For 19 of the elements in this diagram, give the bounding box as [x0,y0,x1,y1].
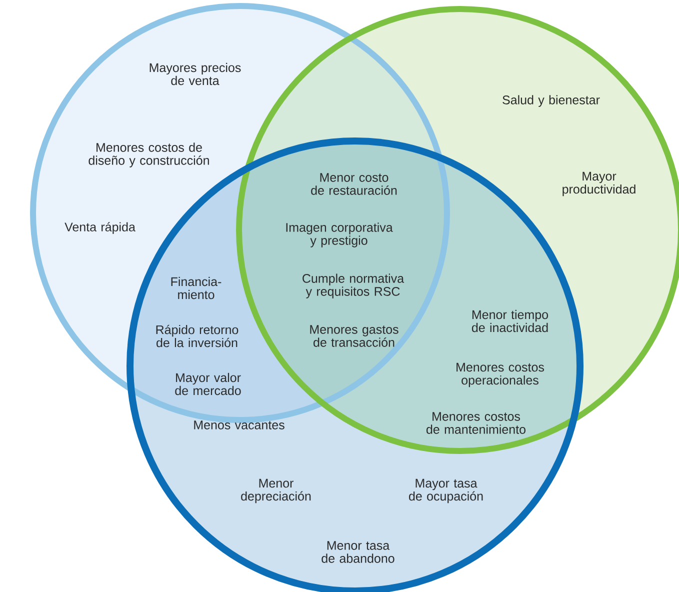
region-label: Mayor valor de mercado [175,372,241,396]
region-label: Mayor productividad [562,172,636,196]
region-label: Financia- miento [171,276,222,300]
region-label: Imagen corporativa y prestigio [286,222,393,248]
region-label: Menores gastos de transacción [310,325,398,347]
region-label: Menores costos de diseño y construcción [88,142,209,168]
region-label: Venta rápida [64,222,136,234]
region-label: Rápido retorno de la inversión [156,324,238,348]
region-label: Menor depreciación [241,478,311,504]
region-label: Menor tiempo de inactividad [472,310,548,332]
region-label: Menores costos de mantenimiento [426,412,526,434]
region-label: Menores costos operacionales [456,362,544,388]
region-label: Salud y bienestar [502,95,600,107]
region-label: Mayor tasa de ocupación [409,478,483,504]
region-label: Mayores precios de venta [150,62,241,86]
region-label: Menor tasa de abandono [322,541,394,563]
region-label: Menor costo de restauración [311,173,397,195]
region-label: Cumple normativa y requisitos RSC [302,274,404,298]
region-label: Menos vacantes [194,420,284,430]
